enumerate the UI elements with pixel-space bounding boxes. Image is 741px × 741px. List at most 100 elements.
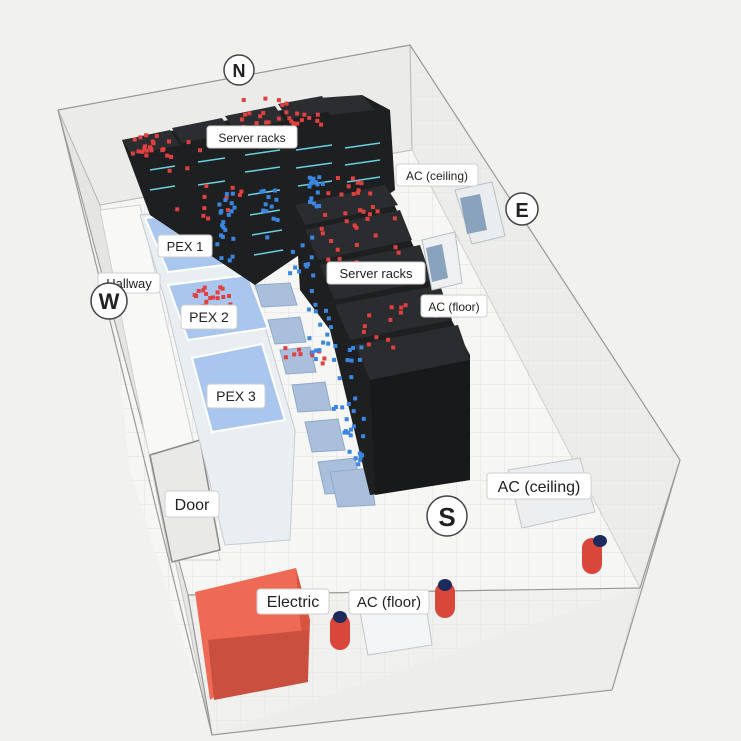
label-pex1[interactable]: PEX 1 (157, 234, 213, 258)
svg-text:AC (floor): AC (floor) (357, 594, 421, 611)
airflow-particle (317, 348, 322, 353)
airflow-particle (362, 324, 367, 329)
rack-top (305, 210, 412, 260)
airflow-particle (366, 342, 371, 347)
airflow-particle (144, 153, 149, 158)
airflow-particle (393, 245, 398, 250)
airflow-particle (353, 396, 358, 401)
airflow-particle (198, 148, 202, 153)
airflow-particle (266, 120, 271, 125)
airflow-particle (370, 205, 375, 209)
floor-edge (187, 459, 681, 596)
airflow-particle (309, 289, 314, 294)
airflow-particle (175, 207, 180, 212)
airflow-particle (147, 145, 152, 150)
cylinder-sensor-icon[interactable] (435, 579, 455, 618)
airflow-particle (392, 216, 397, 221)
ac-floor-back-unit[interactable] (421, 231, 463, 291)
airflow-particle (261, 188, 266, 193)
airflow-particle (227, 258, 232, 263)
airflow-particle (275, 218, 280, 222)
airflow-particle (307, 175, 312, 180)
airflow-particle (220, 234, 225, 239)
floor-vents (254, 282, 376, 508)
airflow-particle (202, 194, 207, 199)
vent-tile (254, 282, 298, 308)
svg-text:PEX 3: PEX 3 (216, 388, 256, 404)
airflow-particle (303, 262, 308, 267)
cylinder-sensors (330, 535, 607, 650)
airflow-particle (322, 356, 327, 361)
vent-tile (304, 418, 346, 453)
airflow-particle (331, 406, 336, 411)
compass-south-icon[interactable]: S (426, 495, 468, 537)
airflow-particle (332, 357, 337, 362)
airflow-particle (231, 236, 236, 241)
airflow-particle (357, 357, 362, 362)
label-server-racks-front[interactable]: Server racks (326, 261, 426, 285)
airflow-particle (367, 212, 372, 217)
rack-top (355, 325, 470, 380)
compass-north-icon[interactable]: N (223, 54, 255, 86)
svg-text:AC (ceiling): AC (ceiling) (498, 479, 581, 496)
airflow-particle (276, 98, 281, 103)
compass-west-icon[interactable]: W (90, 282, 128, 320)
labels: Server racks Server racks AC (ceiling) A… (97, 125, 592, 615)
airflow-particle (292, 352, 297, 357)
label-ac-ceiling-back[interactable]: AC (ceiling) (395, 163, 479, 187)
airflow-particle (185, 166, 190, 171)
airflow-particle (308, 200, 312, 204)
svg-text:Server racks: Server racks (340, 266, 413, 281)
label-server-racks-back[interactable]: Server racks (206, 125, 298, 149)
airflow-particle (374, 335, 379, 340)
airflow-particle (347, 449, 352, 454)
airflow-particle (154, 134, 159, 138)
airflow-particle (396, 250, 401, 255)
airflow-particle (347, 348, 352, 352)
label-door[interactable]: Door (164, 490, 220, 518)
label-ac-floor-back[interactable]: AC (floor) (420, 294, 488, 318)
airflow-particle (349, 375, 354, 380)
ac-ceiling-back-unit[interactable] (454, 181, 506, 245)
compass: N E S W (90, 54, 539, 537)
svg-text:Electric: Electric (267, 594, 319, 611)
airflow-particle (202, 206, 207, 211)
airflow-particle (313, 348, 318, 353)
airflow-particle (208, 296, 213, 301)
cylinder-sensor-icon[interactable] (582, 535, 607, 574)
airflow-particle (310, 178, 315, 183)
airflow-particle (344, 219, 349, 224)
airflow-particle (346, 184, 351, 189)
airflow-particle (149, 148, 154, 153)
airflow-particle (389, 305, 394, 310)
airflow-particle (271, 216, 276, 221)
airflow-particle (317, 204, 322, 208)
airflow-particle (192, 293, 197, 297)
cylinder-sensor-icon[interactable] (330, 611, 350, 650)
airflow-particle (224, 192, 229, 197)
airflow-particle (290, 249, 295, 254)
airflow-particle (264, 120, 269, 125)
airflow-particle (307, 184, 312, 189)
airflow-particle (398, 310, 403, 315)
airflow-particle (142, 147, 147, 152)
airflow-particle (335, 247, 340, 252)
airflow-particle (307, 336, 312, 341)
airflow-particle (227, 294, 231, 298)
airflow-particle (283, 355, 288, 360)
svg-text:AC (ceiling): AC (ceiling) (406, 169, 468, 183)
label-pex3[interactable]: PEX 3 (206, 383, 266, 409)
svg-text:E: E (515, 200, 528, 222)
airflow-particle (326, 257, 331, 262)
airflow-particle (221, 295, 226, 299)
airflow-particle (315, 112, 320, 117)
label-pex2[interactable]: PEX 2 (180, 304, 238, 330)
compass-east-icon[interactable]: E (505, 192, 539, 226)
label-ac-floor-front[interactable]: AC (floor) (348, 589, 430, 615)
label-electric[interactable]: Electric (256, 588, 330, 615)
airflow-particle (320, 181, 325, 186)
label-ac-ceiling-front[interactable]: AC (ceiling) (486, 472, 592, 500)
airflow-particle (343, 429, 348, 434)
airflow-particle (229, 201, 234, 206)
airflow-particle (211, 295, 216, 300)
